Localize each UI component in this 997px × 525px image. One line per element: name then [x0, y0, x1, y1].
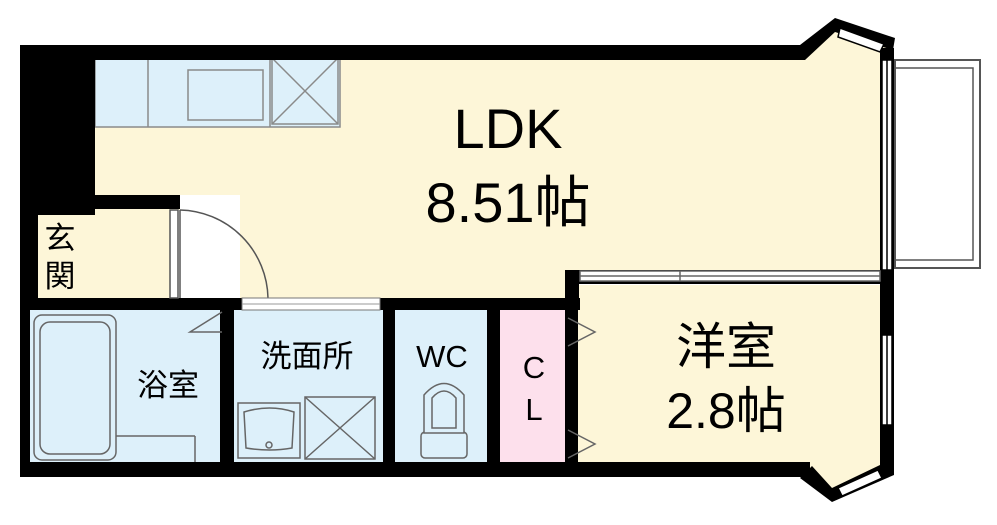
washing-machine-space: [304, 396, 376, 460]
kitchen-counter: [94, 54, 341, 128]
entrance-floor: [20, 210, 175, 300]
western-room-name: 洋室: [676, 318, 776, 376]
western-room-floor: [578, 285, 885, 490]
western-room-size: 2.8帖: [666, 383, 786, 439]
bathtub: [33, 314, 196, 462]
closet-doors: [567, 317, 597, 459]
sliding-door: [579, 270, 881, 282]
windows: [836, 27, 893, 497]
entrance-label-2: 関: [45, 259, 76, 295]
balcony: [894, 59, 981, 269]
closet-floor: [500, 310, 568, 465]
closet-label-2: L: [525, 392, 542, 427]
ldk-name: LDK: [454, 97, 563, 160]
wash-basin: [237, 402, 301, 459]
entrance-label-1: 玄: [45, 221, 76, 257]
toilet-name: WC: [416, 339, 468, 374]
toilet-bowl: [420, 382, 468, 459]
washroom-name: 洗面所: [261, 339, 354, 375]
ldk-size: 8.51帖: [426, 171, 591, 234]
bath-name: 浴室: [137, 368, 199, 404]
balcony-inner: [894, 67, 974, 261]
closet-label-1: C: [523, 350, 545, 385]
bath-door: [187, 311, 223, 333]
entrance-door: [169, 209, 269, 299]
